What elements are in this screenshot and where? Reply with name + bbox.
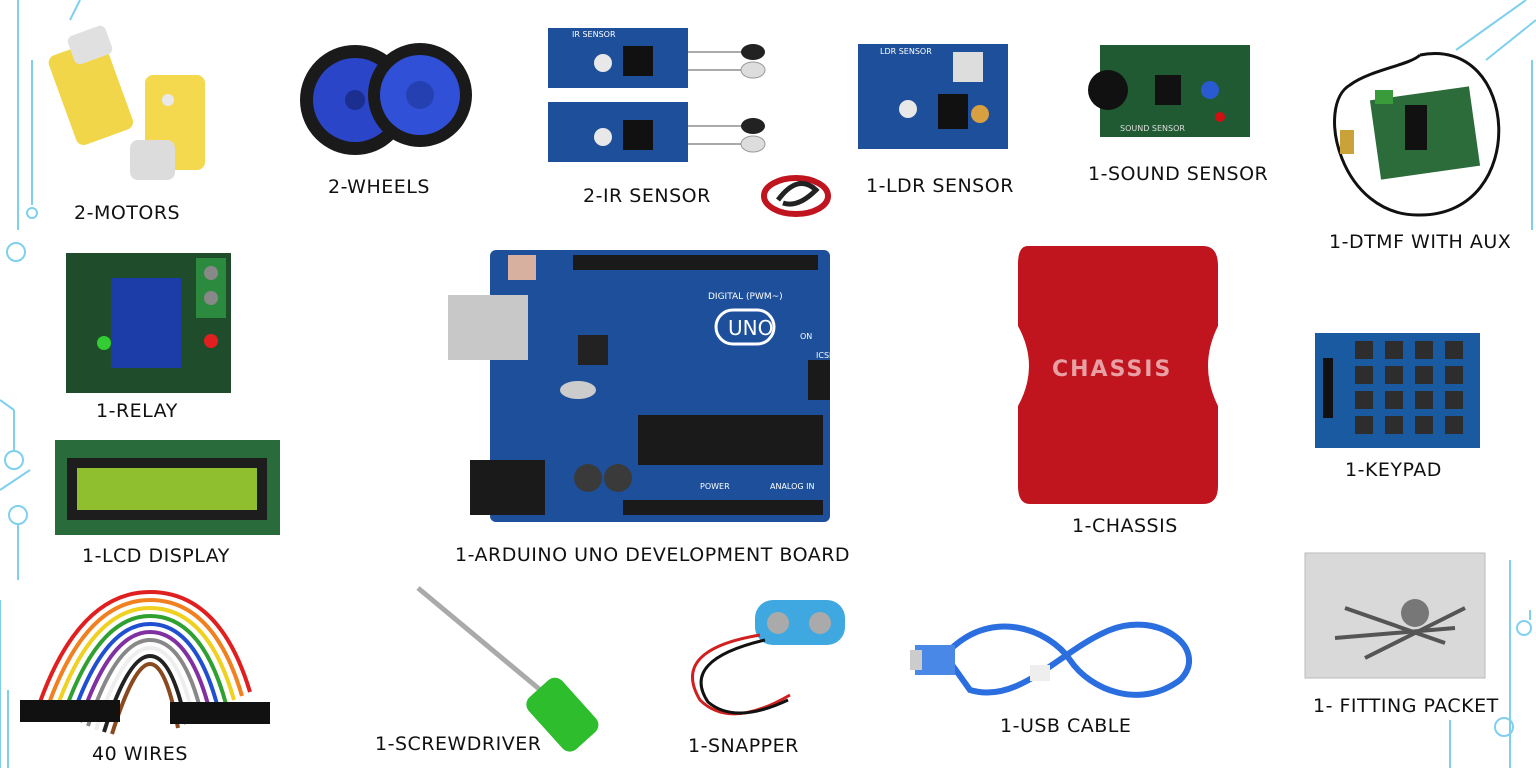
dtmf-module-icon	[1333, 51, 1501, 217]
item-label: 1-CHASSIS	[1072, 515, 1178, 537]
board-icsp-text: ICSP	[816, 351, 834, 360]
ir-sensor-icon	[548, 28, 766, 162]
relay-module-icon	[66, 253, 231, 393]
lcd-display-icon	[55, 440, 280, 535]
item-label: 1-KEYPAD	[1345, 459, 1442, 481]
board-on-text: ON	[800, 332, 813, 341]
fitting-packet-icon	[1304, 552, 1486, 679]
brand-logo-icon	[761, 175, 831, 217]
item-label: 1-SNAPPER	[688, 735, 799, 757]
item-label: 40 WIRES	[92, 743, 188, 765]
ldr-board-text: LDR SENSOR	[880, 47, 932, 56]
board-analog-text: ANALOG IN	[770, 482, 815, 491]
item-label: 1-LDR SENSOR	[866, 175, 1014, 197]
circuit-decoration-right	[1449, 0, 1536, 768]
chassis-text: CHASSIS	[1052, 357, 1173, 382]
item-label: 1- FITTING PACKET	[1313, 695, 1499, 717]
usb-cable-icon	[910, 621, 1192, 698]
chassis-icon	[1018, 246, 1218, 504]
ldr-sensor-icon	[858, 44, 1008, 149]
battery-snapper-icon	[691, 600, 845, 716]
ir-board-text: IR SENSOR	[572, 30, 616, 39]
jumper-wires-icon	[20, 589, 270, 735]
item-label: 1-ARDUINO UNO DEVELOPMENT BOARD	[455, 544, 851, 566]
board-uno-text: UNO	[728, 316, 774, 340]
item-label: 1-LCD DISPLAY	[82, 545, 230, 567]
item-label: 1-SOUND SENSOR	[1088, 163, 1269, 185]
keypad-icon	[1315, 333, 1480, 448]
screwdriver-icon	[416, 586, 599, 752]
board-digital-text: DIGITAL (PWM~)	[708, 292, 783, 302]
item-label: 1-SCREWDRIVER	[375, 733, 542, 755]
board-power-text: POWER	[700, 482, 730, 491]
item-label: 2-MOTORS	[74, 202, 181, 224]
circuit-decoration-left	[0, 0, 81, 768]
sound-sensor-icon	[1088, 45, 1250, 137]
item-label: 1-USB CABLE	[1000, 715, 1132, 737]
arduino-uno-icon	[448, 250, 830, 522]
motor-icon	[48, 25, 205, 180]
wheel-icon	[300, 43, 472, 155]
item-label: 2-WHEELS	[328, 176, 430, 198]
item-label: 1-RELAY	[96, 400, 178, 422]
item-label: 1-DTMF WITH AUX	[1329, 231, 1512, 253]
item-label: 2-IR SENSOR	[583, 185, 711, 207]
sound-board-text: SOUND SENSOR	[1120, 124, 1185, 133]
